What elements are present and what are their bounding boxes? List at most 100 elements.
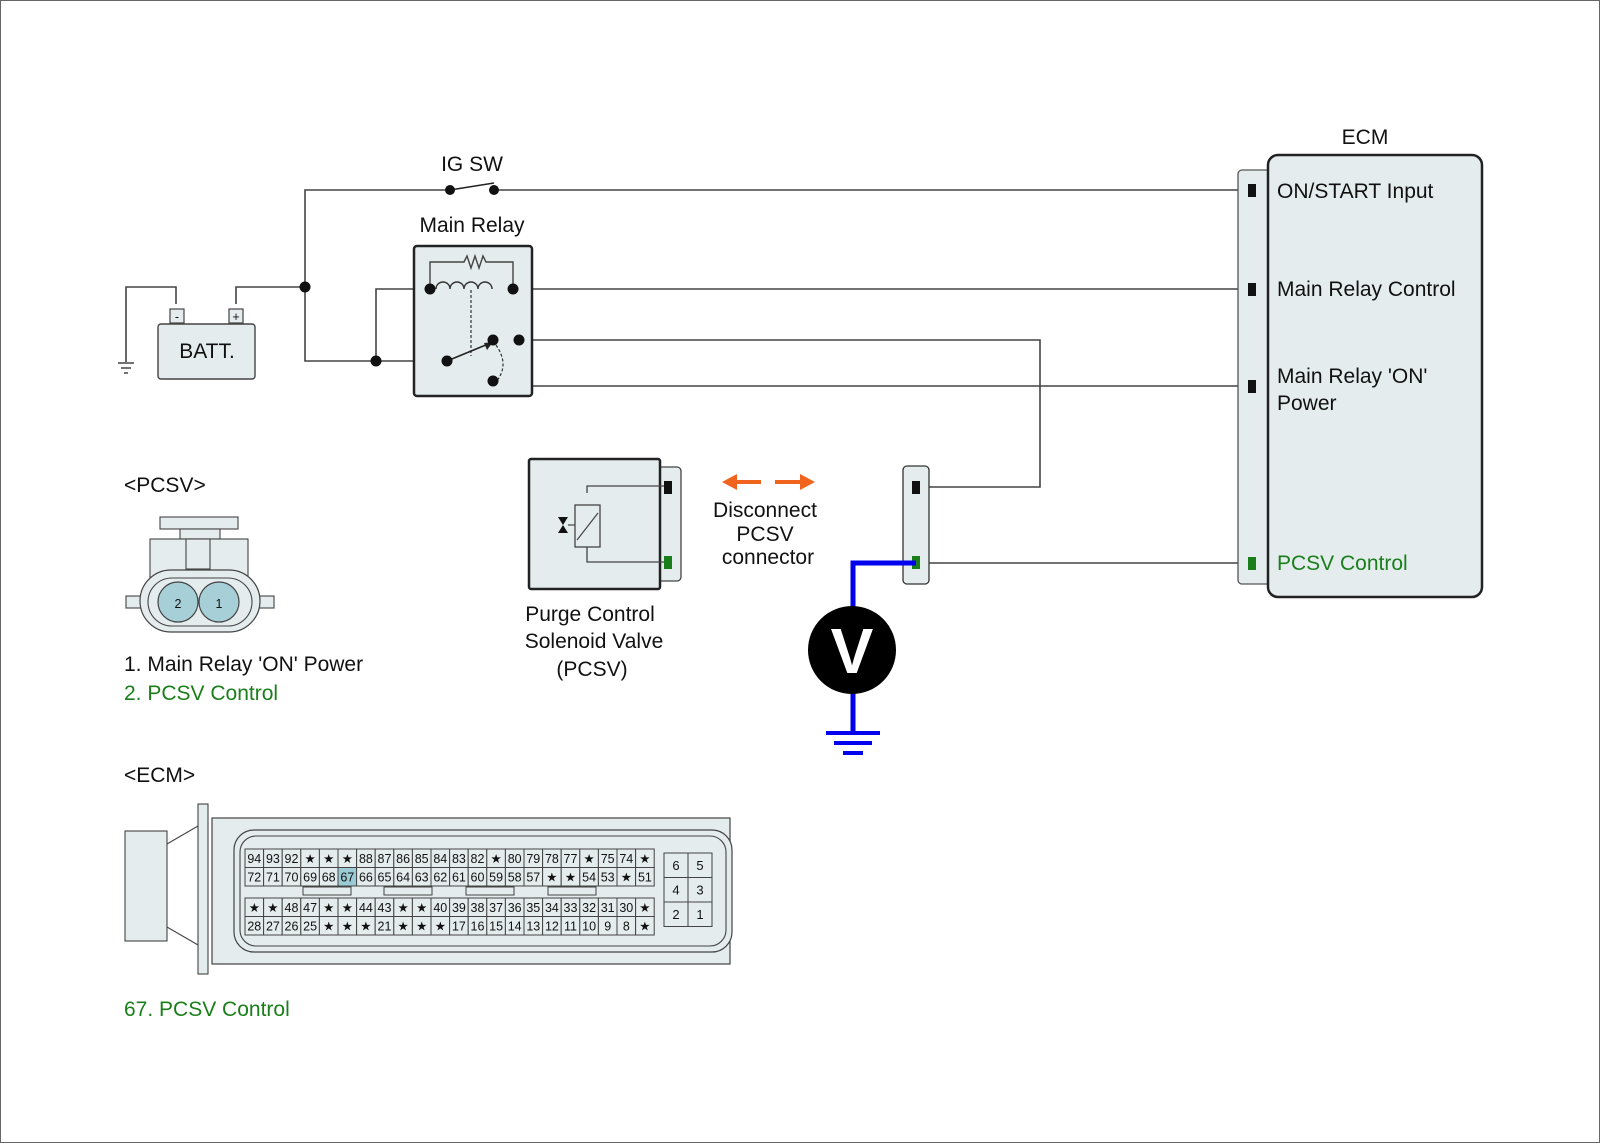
ecm-pin-number: 64	[396, 871, 410, 885]
ecm-pin-number: 83	[452, 852, 466, 866]
resistor-icon	[429, 253, 514, 289]
ecm-pin-number: 84	[433, 852, 447, 866]
ecm-pin-number: ★	[249, 901, 260, 915]
battery-body	[157, 323, 256, 380]
ecm-pin-number: 74	[619, 852, 633, 866]
pcsv-legend-2: 2. PCSV Control	[124, 682, 278, 705]
ecm-pin-number: 26	[285, 920, 299, 934]
ecm-pin-number: 93	[266, 852, 280, 866]
ecm-pin-number: 77	[564, 852, 578, 866]
ecm-pin-number: 32	[582, 901, 596, 915]
main-relay-box	[412, 244, 534, 398]
ecm-pin-number: ★	[416, 901, 427, 915]
ecm-pin-number: 12	[545, 920, 559, 934]
pcsv-harness-connector	[902, 465, 930, 585]
battery-positive-terminal	[228, 308, 244, 324]
ecm-pin-number: 61	[452, 871, 466, 885]
ecm-pin-number: 35	[526, 901, 540, 915]
ecm-pin-terminal	[1248, 184, 1256, 197]
ecm-pin-number: 94	[247, 852, 261, 866]
ecm-key-slot	[383, 886, 433, 896]
ecm-pin-number: ★	[583, 852, 594, 866]
ecm-pin-number: 65	[378, 871, 392, 885]
ecm-pin-number: 44	[359, 901, 373, 915]
ecm-pin-number: 87	[378, 852, 392, 866]
ecm-pin-number: 67	[340, 871, 354, 885]
ecm-pin-number: 53	[601, 871, 615, 885]
pcsv-label-line3: (PCSV)	[556, 658, 627, 681]
ecm-pin-number: ★	[342, 920, 353, 934]
voltmeter-label: V	[831, 615, 874, 687]
ecm-pin-number: 72	[247, 871, 261, 885]
ecm-side-pin-number: 3	[696, 883, 703, 898]
ecm-pin-terminal	[1248, 380, 1256, 393]
battery-ground-wire	[125, 286, 177, 362]
ecm-pin-cell	[635, 867, 655, 887]
main-relay: Main Relay	[412, 214, 534, 398]
ecm-pin-number: 43	[378, 901, 392, 915]
ecm-pin-number: 11	[564, 920, 577, 934]
ecm-pin-main-relay-control: Main Relay Control	[1277, 278, 1456, 301]
battery-positive-wire	[235, 286, 305, 304]
ecm-pin-terminal	[1248, 557, 1256, 570]
ecm-pin-number: 79	[526, 852, 540, 866]
ecm-pin-number: 71	[266, 871, 280, 885]
ecm-pin-number: 40	[433, 901, 447, 915]
ecm-pin-number: ★	[360, 920, 371, 934]
ecm-pin-number: 48	[285, 901, 299, 915]
ecm-pin-number: ★	[323, 920, 334, 934]
ecm-pin-number: 69	[303, 871, 317, 885]
junction-dot	[370, 355, 382, 367]
ecm-pin-number: ★	[490, 852, 501, 866]
ecm-pin-number: 80	[508, 852, 522, 866]
disconnect-arrows-icon	[722, 474, 815, 490]
ecm-pin-number: 86	[396, 852, 410, 866]
ecm-pin-number: 58	[508, 871, 522, 885]
ecm-pin-number: 66	[359, 871, 373, 885]
ecm-key-slot	[465, 886, 515, 896]
junction-dot	[299, 281, 311, 293]
ecm-pin-number: ★	[342, 901, 353, 915]
battery-label: BATT.	[179, 340, 235, 363]
ecm-connector-title: <ECM>	[124, 764, 195, 787]
disconnect-label-line3: connector	[722, 546, 814, 569]
ecm-pin-number: ★	[323, 852, 334, 866]
ecm-pin-number: 27	[266, 920, 280, 934]
ecm-side-pin-cell	[687, 852, 713, 878]
ecm-pin-number: 16	[471, 920, 485, 934]
ecm-pin-number: 17	[452, 920, 466, 934]
pcsv-pin-2	[157, 581, 199, 623]
ecm-pin-number: 62	[433, 871, 447, 885]
ecm-pin-number: 33	[564, 901, 578, 915]
ecm-pin-number: 51	[638, 871, 652, 885]
ecm-pin-number: 37	[489, 901, 503, 915]
ecm-pin-number: 82	[471, 852, 485, 866]
ecm-pin-number: 25	[303, 920, 317, 934]
wires	[125, 189, 1243, 564]
pcsv-legend-1: 1. Main Relay 'ON' Power	[124, 653, 363, 676]
ecm-pin-number: ★	[435, 920, 446, 934]
ecm-pin-number: ★	[621, 871, 632, 885]
ecm-pin-number: ★	[342, 852, 353, 866]
ecm-side-pin-cell	[687, 901, 713, 927]
ecm-pin-number: 38	[471, 901, 485, 915]
ecm-title: ECM	[1342, 126, 1389, 149]
disconnect-label-line2: PCSV	[736, 523, 793, 546]
ecm-pin-number: ★	[267, 901, 278, 915]
ecm-pin-number: ★	[639, 901, 650, 915]
pcsv-connector-face: <PCSV> 2 1 1. Main Relay 'ON' Power 2. P…	[124, 474, 363, 705]
main-relay-label: Main Relay	[419, 214, 525, 237]
pcsv-label-line1: Purge Control	[525, 603, 655, 626]
ecm-pin-number: 85	[415, 852, 429, 866]
pcsv-connector-title: <PCSV>	[124, 474, 206, 497]
ecm-pin-terminal	[1248, 283, 1256, 296]
ignition-switch: IG SW	[441, 153, 503, 195]
ig-sw-feed-wire	[304, 189, 450, 287]
pcsv-label-line2: Solenoid Valve	[525, 630, 664, 653]
ecm-pin-number: ★	[397, 920, 408, 934]
ecm-pin-number: ★	[323, 901, 334, 915]
pcsv-pin-1	[198, 581, 240, 623]
ecm-pin-cell	[635, 916, 655, 936]
